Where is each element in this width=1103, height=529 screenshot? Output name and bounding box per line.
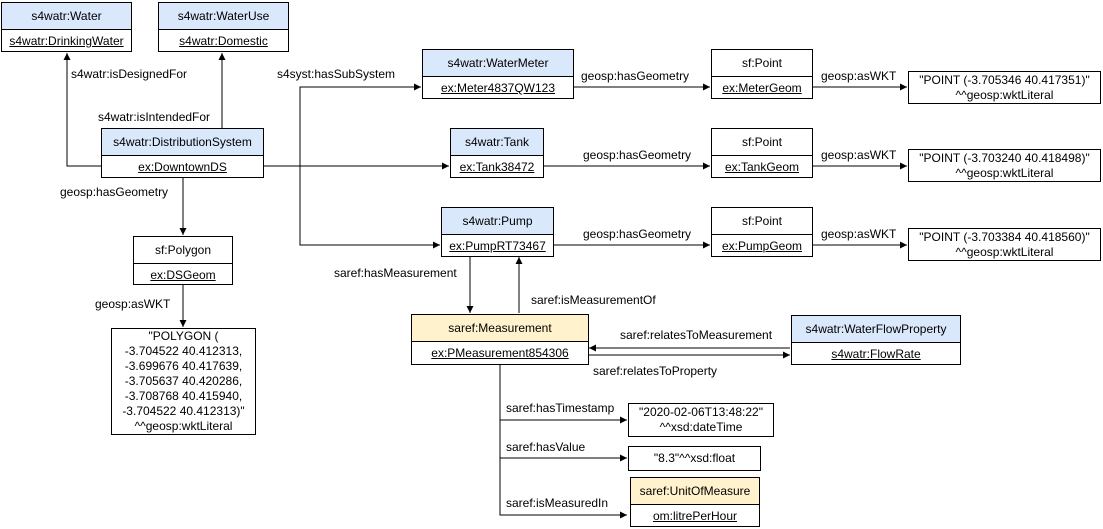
literal-line: ^^xsd:dateTime <box>659 420 743 434</box>
node-measurement: saref:Measurement ex:PMeasurement854306 <box>411 314 589 365</box>
node-water-meter-instance: ex:Meter4837QW123 <box>440 81 556 95</box>
node-pump-point-instance: ex:PumpGeom <box>721 239 803 253</box>
node-water-meter-type: s4watr:WaterMeter <box>423 50 573 77</box>
edge-is-measured-in <box>499 458 627 519</box>
node-pump: s4watr:Pump ex:PumpRT73467 <box>441 207 554 257</box>
label-has-value: saref:hasValue <box>505 440 587 454</box>
label-tank-as-wkt: geosp:asWKT <box>820 148 898 162</box>
node-measurement-instance: ex:PMeasurement854306 <box>431 346 569 360</box>
label-is-intended-for: s4watr:isIntendedFor <box>97 110 212 124</box>
node-water-use-instance: s4watr:Domestic <box>179 34 268 48</box>
literal-line: "POINT (-3.703240 40.418498)" <box>919 150 1090 165</box>
node-distribution-system-instance: ex:DowntownDS <box>138 160 227 174</box>
node-pump-point: sf:Point ex:PumpGeom <box>711 207 813 257</box>
literal-meter-wkt: "POINT (-3.705346 40.417351)" ^^geosp:wk… <box>908 71 1101 104</box>
node-water-flow-property-instance: s4watr:FlowRate <box>831 347 921 361</box>
node-water-use-type: s4watr:WaterUse <box>159 3 288 30</box>
literal-line: ^^geosp:wktLiteral <box>955 165 1054 180</box>
literal-line: ^^geosp:wktLiteral <box>134 419 233 433</box>
literal-line: "2020-02-06T13:48:22" <box>639 405 763 419</box>
node-polygon-type: sf:Polygon <box>134 237 232 264</box>
node-unit-of-measure: saref:UnitOfMeasure om:litrePerHour <box>630 477 760 527</box>
node-water-type: s4watr:Water <box>2 3 131 30</box>
literal-line: -3.704522 40.412313)" <box>122 404 245 418</box>
edge-is-designed-for <box>63 53 101 167</box>
node-pump-instance: ex:PumpRT73467 <box>449 239 546 253</box>
node-pump-point-type: sf:Point <box>712 208 812 235</box>
literal-line: -3.699676 40.417639, <box>124 359 243 373</box>
literal-line: "8.3"^^xsd:float <box>653 451 736 465</box>
node-meter-point: sf:Point ex:MeterGeom <box>711 49 813 99</box>
node-water-flow-property-type: s4watr:WaterFlowProperty <box>792 316 960 343</box>
node-water-flow-property: s4watr:WaterFlowProperty s4watr:FlowRate <box>791 315 961 365</box>
node-water: s4watr:Water s4watr:DrinkingWater <box>1 2 132 52</box>
literal-line: "POINT (-3.705346 40.417351)" <box>919 72 1090 87</box>
literal-line: ^^geosp:wktLiteral <box>955 87 1054 102</box>
label-has-timestamp: saref:hasTimestamp <box>505 401 616 415</box>
node-water-instance: s4watr:DrinkingWater <box>9 34 124 48</box>
label-tank-has-geometry: geosp:hasGeometry <box>582 148 693 162</box>
node-pump-type: s4watr:Pump <box>442 208 553 235</box>
literal-line: "POINT (-3.703384 40.418560)" <box>919 229 1090 244</box>
literal-line: -3.705637 40.420286, <box>124 374 243 388</box>
label-pump-as-wkt: geosp:asWKT <box>820 227 898 241</box>
label-has-subsystem: s4syst:hasSubSystem <box>276 67 397 81</box>
node-tank-type: s4watr:Tank <box>451 129 543 156</box>
label-meter-as-wkt: geosp:asWKT <box>820 69 898 83</box>
label-is-measured-in: saref:isMeasuredIn <box>505 496 610 510</box>
literal-pump-wkt: "POINT (-3.703384 40.418560)" ^^geosp:wk… <box>908 228 1101 261</box>
node-tank-point-instance: ex:TankGeom <box>724 160 800 174</box>
node-water-meter: s4watr:WaterMeter ex:Meter4837QW123 <box>422 49 574 99</box>
node-measurement-type: saref:Measurement <box>412 315 588 342</box>
node-meter-point-type: sf:Point <box>712 50 812 77</box>
node-tank-instance: ex:Tank38472 <box>459 160 535 174</box>
literal-line: -3.704522 40.412313, <box>124 344 243 358</box>
literal-polygon-wkt: "POLYGON ( -3.704522 40.412313, -3.69967… <box>111 328 256 435</box>
literal-value: "8.3"^^xsd:float <box>628 446 761 471</box>
edge-has-subsystem-pump <box>264 165 440 249</box>
label-relates-to-property: saref:relatesToProperty <box>592 364 719 378</box>
label-relates-to-measurement: saref:relatesToMeasurement <box>619 328 774 342</box>
label-meter-has-geometry: geosp:hasGeometry <box>580 69 691 83</box>
label-pump-has-geometry: geosp:hasGeometry <box>582 227 693 241</box>
edge-has-subsystem-meter <box>264 83 421 167</box>
node-unit-of-measure-instance: om:litrePerHour <box>652 509 738 523</box>
literal-line: -3.708768 40.415940, <box>124 389 243 403</box>
node-polygon: sf:Polygon ex:DSGeom <box>133 236 233 285</box>
node-tank: s4watr:Tank ex:Tank38472 <box>450 128 544 178</box>
literal-line: ^^geosp:wktLiteral <box>955 244 1054 259</box>
label-ds-as-wkt: geosp:asWKT <box>94 297 172 311</box>
node-distribution-system-type: s4watr:DistributionSystem <box>102 129 263 156</box>
node-tank-point-type: sf:Point <box>712 129 812 156</box>
label-is-designed-for: s4watr:isDesignedFor <box>70 67 189 81</box>
node-water-use: s4watr:WaterUse s4watr:Domestic <box>158 2 289 52</box>
literal-line: "POLYGON ( <box>148 329 219 343</box>
label-is-measurement-of: saref:isMeasurementOf <box>530 293 657 307</box>
node-tank-point: sf:Point ex:TankGeom <box>711 128 813 178</box>
literal-tank-wkt: "POINT (-3.703240 40.418498)" ^^geosp:wk… <box>908 149 1101 182</box>
label-ds-has-geometry: geosp:hasGeometry <box>59 185 170 199</box>
literal-timestamp: "2020-02-06T13:48:22" ^^xsd:dateTime <box>628 403 774 437</box>
node-meter-point-instance: ex:MeterGeom <box>722 81 802 95</box>
node-distribution-system: s4watr:DistributionSystem ex:DowntownDS <box>101 128 264 178</box>
node-unit-of-measure-type: saref:UnitOfMeasure <box>631 478 759 505</box>
label-has-measurement: saref:hasMeasurement <box>333 266 458 280</box>
node-polygon-instance: ex:DSGeom <box>150 268 216 282</box>
